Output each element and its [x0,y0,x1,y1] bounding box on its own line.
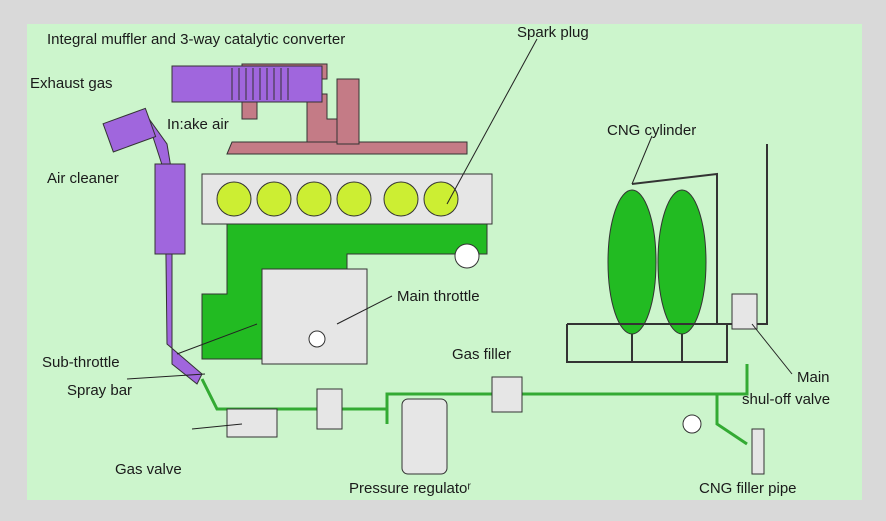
pump [454,243,480,269]
label-main-shutoff-2: shul-off valve [742,391,831,408]
label-cng-cylinder: CNG cylinder [607,122,697,139]
cylinder-2 [256,181,292,217]
label-main-shutoff-1: Main [797,369,830,386]
gas-filler-body [491,376,523,413]
label-sub-throttle: Sub-throttle [42,354,120,371]
cylinder-3 [296,181,332,217]
diagram-panel: Integral muffler and 3-way catalytic con… [27,24,862,500]
cng-manifold-pipe [566,323,728,363]
gas-valve-body [226,408,278,438]
intake-pipe [111,115,203,385]
main-shutoff-valve [731,293,758,330]
pressure-gauge [682,414,702,434]
label-integral-muffler: Integral muffler and 3-way catalytic con… [47,31,346,48]
label-intake-air: In:ake air [167,116,229,133]
intake-manifold-body [261,268,368,365]
label-spark-plug: Spark plug [517,24,589,41]
cng-cylinder-2 [657,189,707,335]
cylinder-top-line [631,172,718,324]
label-exhaust-gas: Exhaust gas [30,75,113,92]
label-pressure-regulator: Pressure regulatoʳ [349,480,471,497]
solenoid-valve [316,388,343,430]
label-gas-valve: Gas valve [115,461,182,478]
pressure-regulator-body [401,398,448,475]
label-spray-bar: Spray bar [67,382,133,399]
throttle-valve [308,330,326,348]
cylinder-1 [216,181,252,217]
label-cng-filler-pipe: CNG filler pipe [699,480,797,497]
cylinder-6 [423,181,459,217]
exhaust-pipe-down [336,78,360,145]
label-main-throttle: Main throttle [397,288,480,305]
air-cleaner-box [154,163,186,255]
cng-cylinder-1 [607,189,657,335]
label-air-cleaner: Air cleaner [47,170,119,187]
intake-cap [102,107,157,153]
muffler-converter [171,65,323,103]
cylinder-4 [336,181,372,217]
gas-line-main [200,364,749,411]
cylinder-5 [383,181,419,217]
label-gas-filler: Gas filler [452,346,512,363]
cng-filler-pipe-body [751,428,765,475]
gas-line-filler [715,394,748,446]
cng-engine-diagram [102,38,793,475]
